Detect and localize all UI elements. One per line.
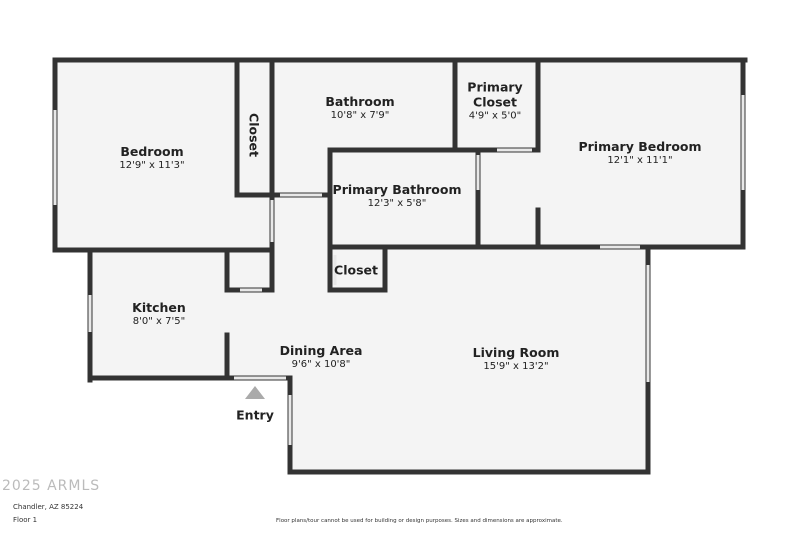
- room-name: Living Room: [472, 345, 560, 360]
- room-dims: 4'9" x 5'0": [468, 110, 522, 122]
- room-dims: 15'9" x 13'2": [483, 361, 549, 372]
- room-name: Primary Closet: [467, 79, 523, 110]
- address: Chandler, AZ 85224: [13, 503, 84, 511]
- room-dims: 8'0" x 7'5": [132, 316, 186, 327]
- doors-windows: [53, 95, 745, 445]
- room-name: Dining Area: [279, 343, 363, 358]
- room-dims: 12'1" x 11'1": [607, 155, 673, 166]
- disclaimer: Floor plans/tour cannot be used for buil…: [276, 518, 563, 524]
- floor-label: Floor 1: [13, 516, 38, 524]
- room-dims: 12'3" x 5'8": [367, 198, 427, 209]
- room-dims: 12'9" x 11'3": [119, 160, 185, 171]
- entry-label: Entry: [236, 407, 274, 423]
- watermark: 2025 ARMLS: [2, 478, 101, 494]
- entry-arrow-icon: [245, 386, 265, 399]
- room-closet: Closet: [334, 262, 378, 278]
- room-closet-vertical: Closet: [246, 113, 262, 157]
- room-dims: 9'6" x 10'8": [291, 359, 351, 370]
- room-name: Bedroom: [120, 144, 184, 159]
- room-name: Kitchen: [132, 300, 186, 315]
- room-dims: 10'8" x 7'9": [330, 110, 390, 121]
- room-name: Primary Bathroom: [332, 182, 462, 197]
- room-name: Bathroom: [325, 94, 395, 109]
- room-name: Primary Bedroom: [578, 139, 702, 154]
- floor-fill: [55, 60, 745, 473]
